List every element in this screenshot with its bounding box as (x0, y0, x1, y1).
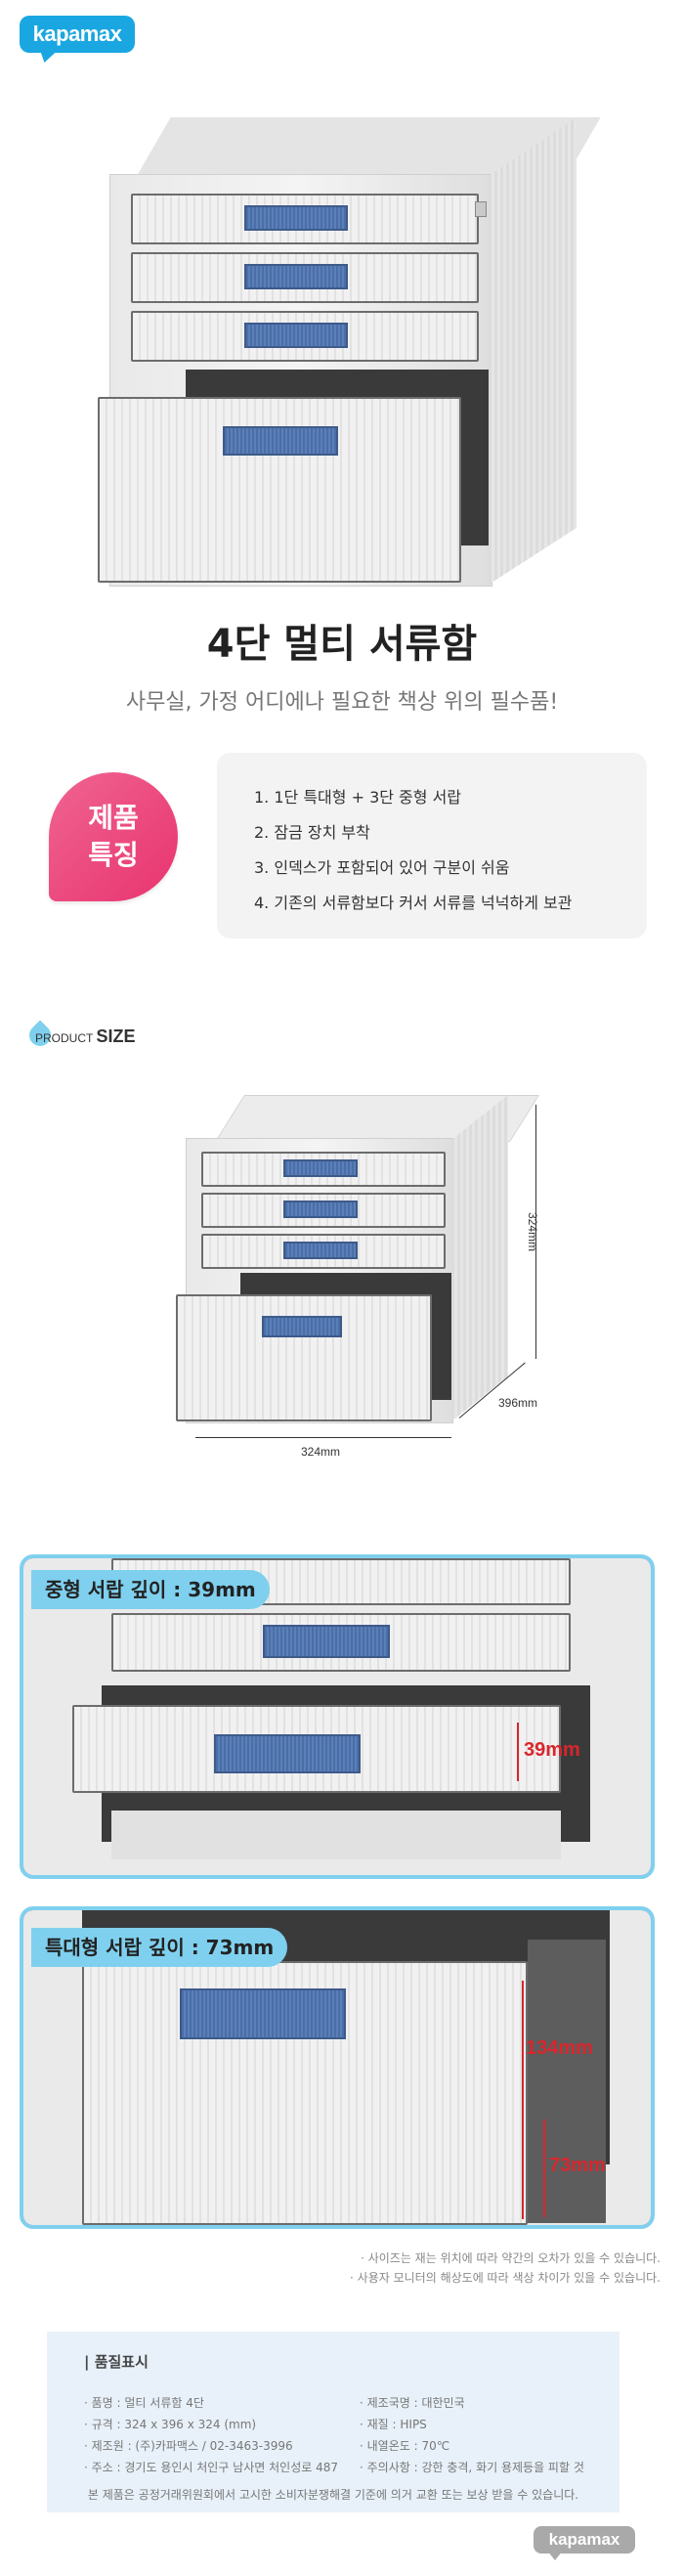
quality-field: · 주의사항 : 강한 충격, 화기 용제등을 피할 것 (360, 2461, 584, 2474)
color-note: · 사용자 모니터의 해상도에 따라 색상 차이가 있을 수 있습니다. (350, 2271, 661, 2285)
badge-line-1: 제품 (88, 802, 139, 834)
medium-drawer-panel: 39mm 중형 서랍 깊이 : 39mm (20, 1554, 655, 1879)
product-size-big: SIZE (96, 1026, 136, 1046)
medium-drawer-tag: 중형 서랍 깊이 : 39mm (31, 1570, 270, 1609)
features-badge: 제품 특징 (49, 772, 178, 901)
product-size-label: PRODUCT SIZE (24, 1020, 156, 1051)
quality-heading: | 품질표시 (84, 2353, 149, 2371)
badge-line-2: 특징 (88, 839, 139, 871)
quality-field: · 품명 : 멀티 서류함 4단 (84, 2396, 204, 2410)
logo-tail (34, 49, 60, 63)
large-outer-dimension: 134mm (526, 2037, 593, 2059)
quality-field: · 제조원 : (주)카파맥스 / 02-3463-3996 (84, 2439, 293, 2453)
product-size-small: PRODUCT (35, 1031, 94, 1045)
medium-dimension: 39mm (524, 1739, 580, 1761)
logo-tail (547, 2551, 563, 2560)
quality-field: · 재질 : HIPS (360, 2418, 427, 2431)
product-title: 4단 멀티 서류함 (206, 622, 478, 667)
features-list: 1. 1단 특대형 + 3단 중형 서랍 2. 잠금 장치 부착 3. 인덱스가… (254, 780, 572, 921)
feature-item: 2. 잠금 장치 부착 (254, 823, 370, 842)
size-diagram: 324mm 396mm 324mm (176, 1095, 567, 1466)
brand-logo: kapamax (20, 16, 139, 63)
quality-field: · 규격 : 324 x 396 x 324 (mm) (84, 2418, 257, 2431)
features-box: 1. 1단 특대형 + 3단 중형 서랍 2. 잠금 장치 부착 3. 인덱스가… (217, 753, 647, 939)
quality-label: | 품질표시 · 품명 : 멀티 서류함 4단 · 규격 : 324 x 396… (47, 2332, 620, 2512)
quality-footer: 본 제품은 공정거래위원회에서 고시한 소비자분쟁해결 기준에 의거 교환 또는… (87, 2488, 579, 2502)
product-subtitle: 사무실, 가정 어디에나 필요한 책상 위의 필수품! (125, 690, 559, 715)
feature-item: 3. 인덱스가 포함되어 있어 구분이 쉬움 (254, 858, 510, 877)
large-inner-dimension: 73mm (549, 2155, 606, 2176)
hero-product-image (98, 117, 601, 587)
quality-field: · 내열온도 : 70℃ (360, 2439, 450, 2453)
quality-field: · 주소 : 경기도 용인시 처인구 남사면 처인성로 487 (84, 2461, 338, 2474)
logo-text: kapamax (32, 22, 122, 46)
logo-bubble (20, 16, 135, 53)
width-dimension: 324mm (301, 1445, 341, 1459)
height-dimension: 324mm (526, 1212, 539, 1252)
large-drawer-tag: 특대형 서랍 깊이 : 73mm (31, 1928, 288, 1967)
footer-logo-text: kapamax (548, 2530, 620, 2549)
logo-bubble (534, 2526, 635, 2554)
size-note: · 사이즈는 재는 위치에 따라 약간의 오차가 있을 수 있습니다. (361, 2251, 661, 2265)
feature-item: 4. 기존의 서류함보다 커서 서류를 넉넉하게 보관 (254, 894, 573, 912)
footer-logo: kapamax (534, 2526, 641, 2561)
feature-item: 1. 1단 특대형 + 3단 중형 서랍 (254, 788, 462, 807)
depth-dimension: 396mm (498, 1396, 538, 1410)
quality-field: · 제조국명 : 대한민국 (360, 2396, 465, 2410)
large-drawer-panel: 134mm 73mm 특대형 서랍 깊이 : 73mm (20, 1906, 655, 2229)
